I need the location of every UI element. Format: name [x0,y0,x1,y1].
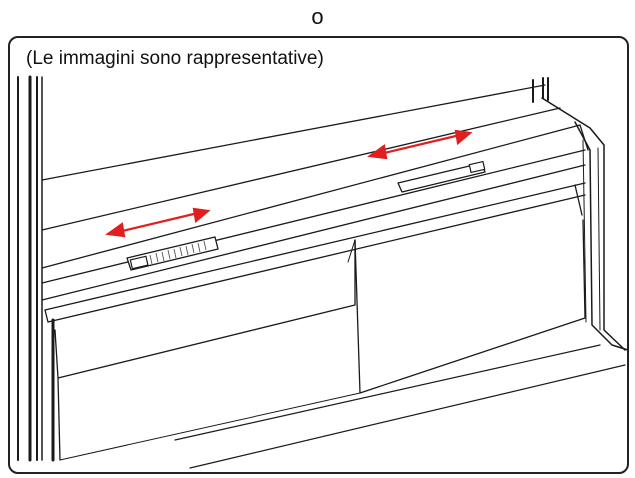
shelf-drawing [17,75,629,469]
shelf-back-edge [41,84,546,181]
separator-letter: o [311,4,324,29]
left-drawer-side [57,377,61,461]
drawer-divider [347,239,356,263]
right-slider-slot [397,162,486,193]
shelf-front-edge [41,149,586,284]
right-slider-knob [468,160,486,174]
floor-line [189,364,626,469]
figure-caption: (Le immagini sono rappresentative) [26,48,324,69]
left-slider-knob [129,255,149,270]
right-drawer-front [354,219,586,394]
double-arrow-icon [105,207,211,238]
shelf-front-edge [44,182,586,311]
shelf-edge [41,107,561,231]
right-wall-inner [582,139,587,323]
vent-grille [149,240,207,265]
right-wall-inner [597,147,601,331]
shelf-lip-corner [574,184,583,216]
shelf-edge [41,124,581,269]
floor-line [174,344,601,441]
shelf-corner [579,124,589,151]
diagram-frame [8,36,629,474]
drawer-bottom-line [59,392,361,461]
right-rail-top [532,77,549,103]
double-arrow-icon [367,129,473,160]
left-drawer-front [54,239,356,379]
right-wall-outline [541,97,626,351]
left-slider-slot [126,236,219,271]
shelf-front-edge [41,164,586,301]
shelf-lip [44,194,586,323]
